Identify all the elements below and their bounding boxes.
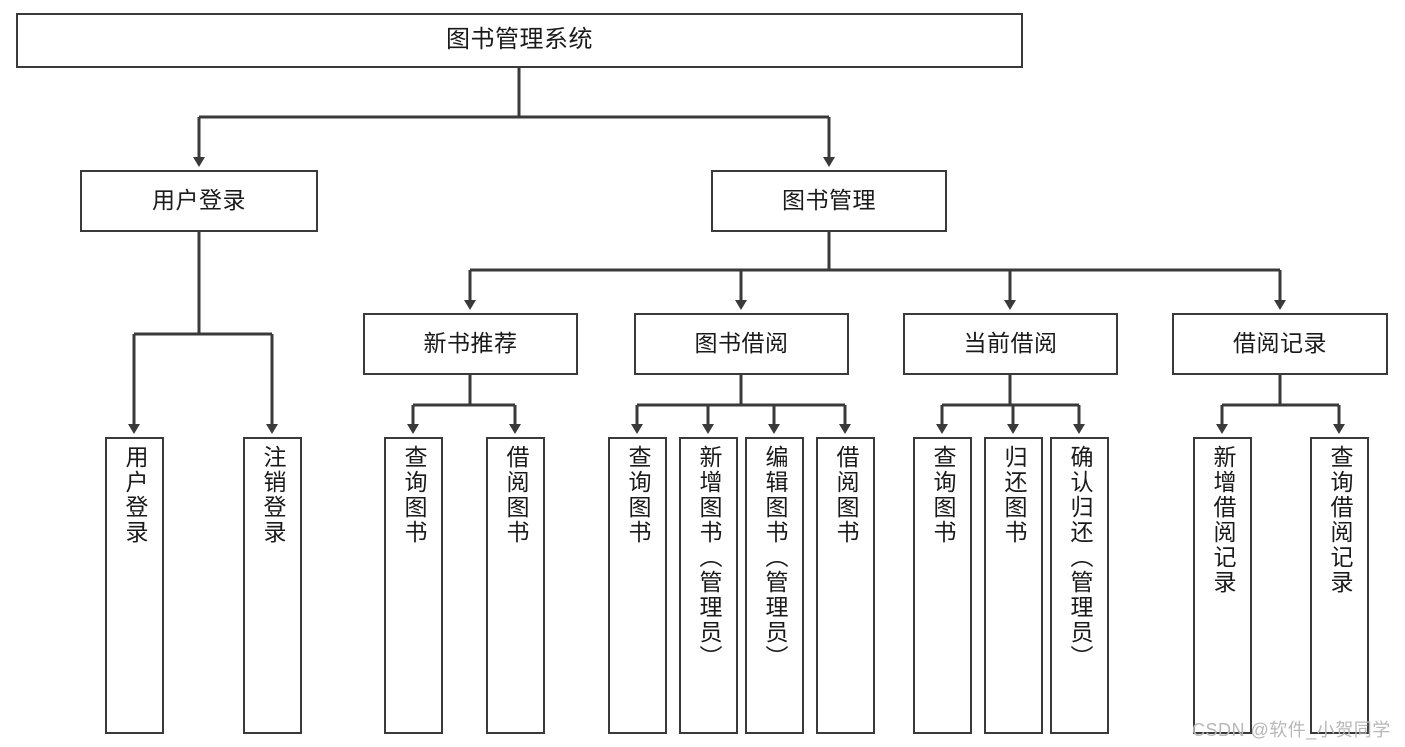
node-book-borrow[interactable]: 图书借阅 bbox=[634, 313, 849, 375]
leaf-query-book-recommend-label: 查询图书 bbox=[401, 445, 427, 545]
leaf-add-borrow-record-label: 新增借阅记录 bbox=[1210, 445, 1236, 595]
node-new-book-recommend[interactable]: 新书推荐 bbox=[363, 313, 578, 375]
leaf-logout-login-label: 注销登录 bbox=[260, 445, 286, 545]
leaf-query-borrow-record[interactable]: 查询借阅记录 bbox=[1310, 437, 1369, 734]
leaf-confirm-return-admin-label: 确认归还（管理员） bbox=[1067, 445, 1093, 670]
node-current-borrow[interactable]: 当前借阅 bbox=[903, 313, 1118, 375]
leaf-logout-login[interactable]: 注销登录 bbox=[243, 437, 302, 734]
leaf-edit-book-admin[interactable]: 编辑图书（管理员） bbox=[745, 437, 804, 734]
node-book-borrow-label: 图书借阅 bbox=[694, 330, 789, 357]
node-borrow-record[interactable]: 借阅记录 bbox=[1172, 313, 1388, 375]
leaf-query-book-recommend[interactable]: 查询图书 bbox=[384, 437, 443, 734]
leaf-query-book-borrow[interactable]: 查询图书 bbox=[608, 437, 667, 734]
leaf-borrow-book-label: 借阅图书 bbox=[833, 445, 859, 545]
leaf-borrow-book[interactable]: 借阅图书 bbox=[816, 437, 875, 734]
node-user-login[interactable]: 用户登录 bbox=[80, 170, 318, 232]
leaf-add-book-admin-label: 新增图书（管理员） bbox=[696, 445, 722, 670]
leaf-query-book-current-label: 查询图书 bbox=[930, 445, 956, 545]
node-root-label: 图书管理系统 bbox=[446, 26, 593, 54]
node-root[interactable]: 图书管理系统 bbox=[16, 13, 1023, 68]
leaf-borrow-book-recommend-label: 借阅图书 bbox=[503, 445, 529, 545]
leaf-return-book[interactable]: 归还图书 bbox=[984, 437, 1043, 734]
leaf-query-borrow-record-label: 查询借阅记录 bbox=[1327, 445, 1353, 595]
leaf-query-book-current[interactable]: 查询图书 bbox=[913, 437, 972, 734]
node-borrow-record-label: 借阅记录 bbox=[1233, 330, 1327, 357]
node-new-book-recommend-label: 新书推荐 bbox=[423, 330, 518, 357]
node-book-manage[interactable]: 图书管理 bbox=[711, 170, 947, 232]
leaf-confirm-return-admin[interactable]: 确认归还（管理员） bbox=[1050, 437, 1109, 734]
leaf-add-book-admin[interactable]: 新增图书（管理员） bbox=[679, 437, 738, 734]
leaf-query-book-borrow-label: 查询图书 bbox=[625, 445, 651, 545]
leaf-return-book-label: 归还图书 bbox=[1001, 445, 1027, 545]
leaf-user-login-label: 用户登录 bbox=[122, 445, 148, 545]
node-current-borrow-label: 当前借阅 bbox=[963, 330, 1058, 357]
node-user-login-label: 用户登录 bbox=[152, 187, 246, 214]
leaf-borrow-book-recommend[interactable]: 借阅图书 bbox=[486, 437, 545, 734]
node-book-manage-label: 图书管理 bbox=[782, 187, 876, 214]
leaf-user-login[interactable]: 用户登录 bbox=[105, 437, 164, 734]
leaf-add-borrow-record[interactable]: 新增借阅记录 bbox=[1193, 437, 1252, 734]
leaf-edit-book-admin-label: 编辑图书（管理员） bbox=[762, 445, 788, 670]
